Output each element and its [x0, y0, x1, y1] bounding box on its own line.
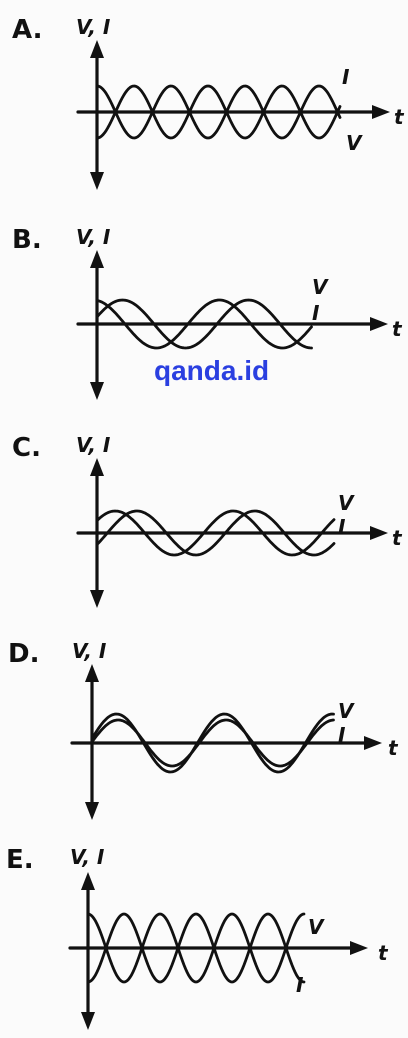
panel-e-letter: E.: [6, 845, 34, 875]
panel-a-x-arrow: [372, 105, 390, 119]
panel-b-curve-i: [95, 298, 313, 350]
panel-d-y-axis-label: V, I: [72, 639, 107, 663]
panel-e-lower-curve-label: I: [296, 973, 304, 997]
panel-c-y-arrow-down: [90, 590, 104, 608]
panel-e-y-arrow-up: [81, 872, 95, 890]
panel-a-curve-upper: [95, 84, 342, 140]
panel-c-y-axis-label: V, I: [76, 433, 111, 457]
panel-d-lower-curve-label: I: [338, 723, 346, 747]
panel-a-y-arrow-up: [90, 40, 104, 58]
panel-b: B. V, I t V I qanda.id: [12, 225, 403, 400]
panel-b-letter: B.: [12, 225, 42, 255]
panel-e-y-arrow-down: [81, 1012, 95, 1030]
watermark: qanda.id: [154, 355, 269, 386]
panel-c-curve-i: [95, 509, 336, 557]
panel-b-y-arrow-up: [90, 250, 104, 268]
panel-a-lower-curve-label: V: [346, 131, 363, 155]
panel-c-x-axis-label: t: [392, 526, 403, 550]
panel-e: E. V, I t V I: [6, 845, 389, 1030]
panel-d-letter: D.: [8, 639, 39, 669]
panel-b-x-axis-label: t: [392, 317, 403, 341]
panel-b-lower-curve-label: I: [312, 301, 320, 325]
panel-d: D. V, I t V I: [8, 639, 399, 820]
panel-c-upper-curve-label: V: [338, 491, 355, 515]
panel-d-y-arrow-down: [85, 802, 99, 820]
panel-e-x-arrow: [350, 941, 368, 955]
panel-d-curve-i: [90, 718, 335, 768]
panel-b-upper-curve-label: V: [312, 275, 329, 299]
panel-b-curve-v: [95, 298, 313, 350]
panel-a-x-axis-label: t: [394, 105, 405, 129]
panel-c-y-arrow-up: [90, 458, 104, 476]
panel-e-curve-i: [86, 912, 306, 984]
panel-b-y-arrow-down: [90, 382, 104, 400]
panel-c-letter: C.: [12, 433, 41, 463]
panel-a-y-axis-label: V, I: [76, 15, 111, 39]
panel-e-y-axis-label: V, I: [70, 845, 105, 869]
panel-d-y-arrow-up: [85, 664, 99, 682]
panel-a-y-arrow-down: [90, 172, 104, 190]
panel-c-curve-v: [95, 509, 336, 557]
panel-c-lower-curve-label: I: [338, 515, 346, 539]
panel-e-x-axis-label: t: [378, 941, 389, 965]
panel-b-x-arrow: [370, 317, 388, 331]
panel-d-upper-curve-label: V: [338, 699, 355, 723]
panel-e-upper-curve-label: V: [308, 915, 325, 939]
panel-c: C. V, I t V I: [12, 433, 403, 608]
panel-e-curve-v: [86, 912, 306, 984]
panel-a-curve-lower: [95, 84, 342, 140]
panel-a-upper-curve-label: I: [342, 65, 350, 89]
panel-d-x-arrow: [364, 736, 382, 750]
panel-d-x-axis-label: t: [388, 736, 399, 760]
panel-a-letter: A.: [12, 15, 42, 45]
panel-b-y-axis-label: V, I: [76, 225, 111, 249]
panel-c-x-arrow: [370, 526, 388, 540]
panel-a: A. V, I t I V: [12, 15, 405, 190]
